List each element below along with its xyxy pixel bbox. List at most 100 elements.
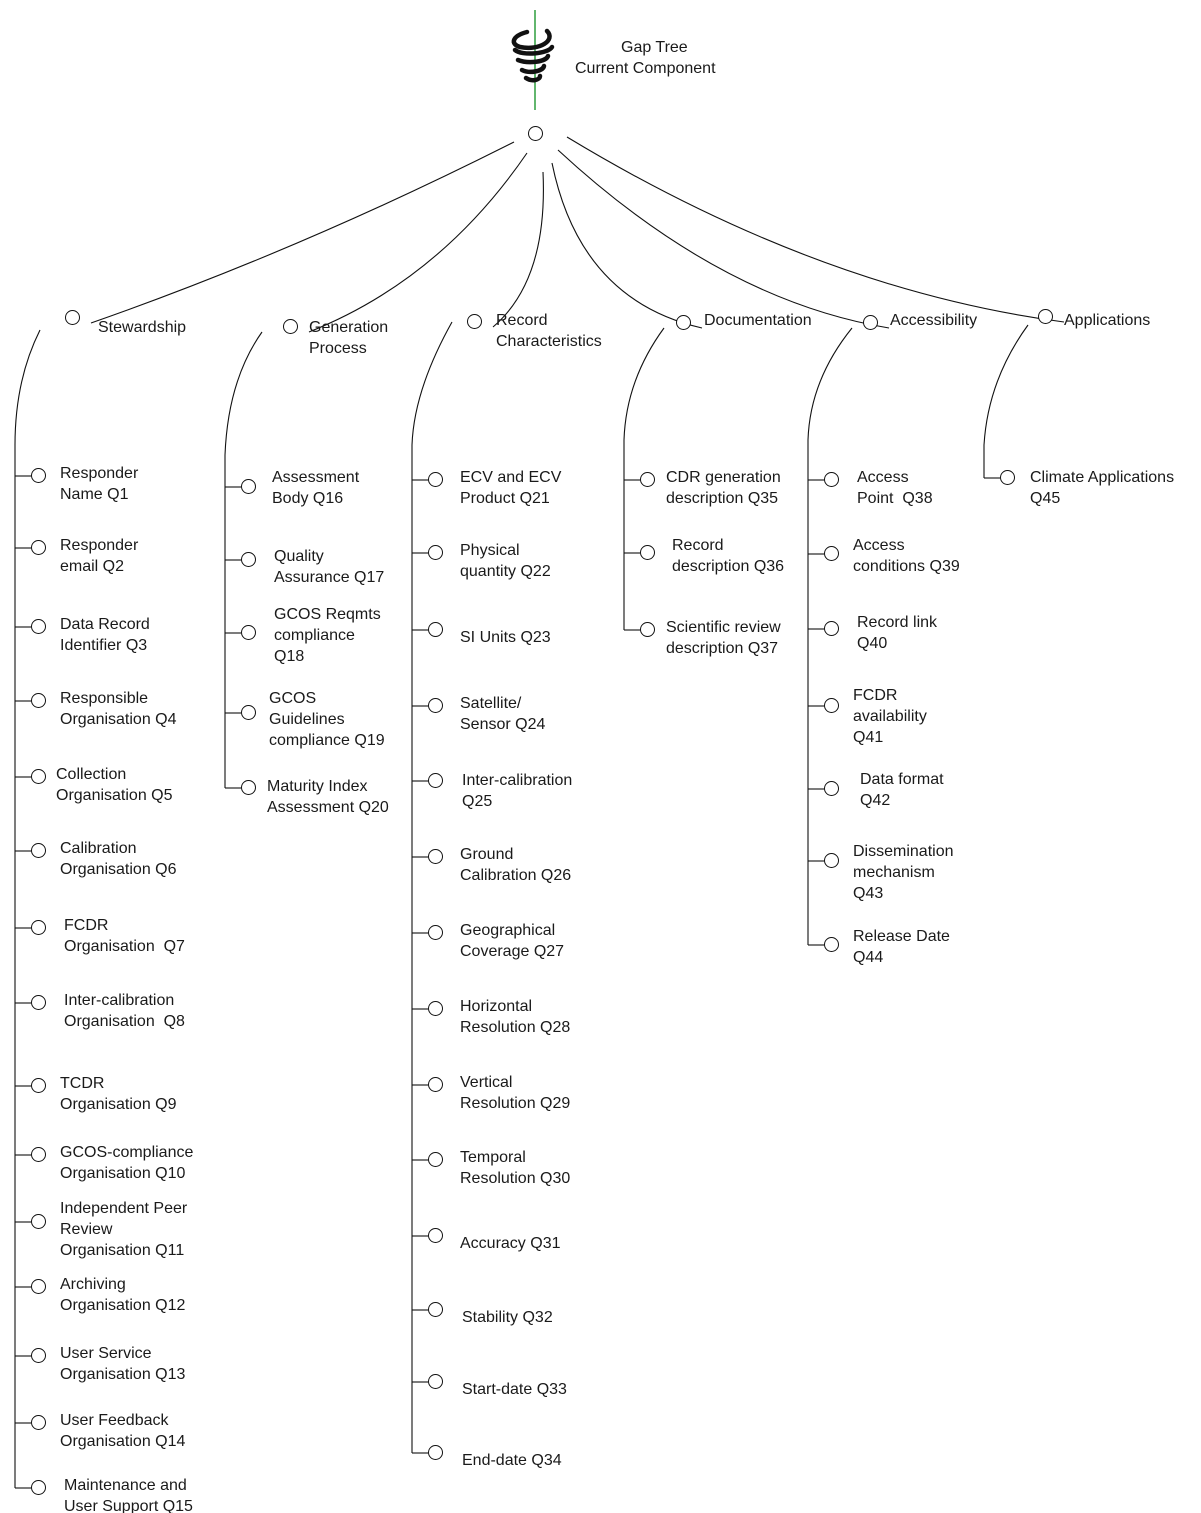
item-node [241,780,256,795]
item-node [241,552,256,567]
item-node [428,622,443,637]
trunk-generation [224,331,263,788]
item-node [428,698,443,713]
item-node [31,1279,46,1294]
item-label: Record description Q36 [672,537,785,575]
item-node [31,468,46,483]
item-label: Access Point Q38 [857,469,933,507]
item-node [640,622,655,637]
item-label: Quality Assurance Q17 [274,548,385,586]
item-label: Physical quantity Q22 [460,542,551,580]
item-label: Responder email Q2 [60,537,139,575]
item-node [428,1001,443,1016]
item-label: End-date Q34 [462,1452,562,1469]
item-label: FCDR availability Q41 [853,687,927,746]
item-node [31,995,46,1010]
item-node [241,705,256,720]
item-node [824,853,839,868]
item-node [428,1302,443,1317]
item-node [428,1077,443,1092]
trunk-record [411,321,453,1453]
item-node [428,849,443,864]
item-label: SI Units Q23 [460,629,551,646]
category-node-stewardship [65,310,80,325]
item-label: Temporal Resolution Q30 [460,1149,571,1187]
item-node [640,472,655,487]
item-node [31,619,46,634]
item-node [31,920,46,935]
item-node [31,1348,46,1363]
item-label: Responder Name Q1 [60,465,139,503]
item-node [241,625,256,640]
category-label-generation: Generation Process [309,319,389,357]
item-label: Inter-calibration Organisation Q8 [64,992,185,1030]
item-node [428,1152,443,1167]
item-label: User Feedback Organisation Q14 [60,1412,186,1450]
item-label: Satellite/ Sensor Q24 [460,695,546,733]
category-label-applications: Applications [1064,312,1151,329]
connector-root-to-applications [566,136,1065,323]
item-label: Horizontal Resolution Q28 [460,998,571,1036]
trunk-accessibility [807,327,853,945]
category-label-accessibility: Accessibility [890,312,978,329]
item-label: Collection Organisation Q5 [56,766,173,804]
item-node [428,773,443,788]
item-label: Archiving Organisation Q12 [60,1276,186,1314]
item-node [428,1374,443,1389]
spiral-logo-icon [511,10,555,110]
item-label: Independent Peer Review Organisation Q11 [60,1200,188,1259]
item-node [31,1415,46,1430]
item-node [640,545,655,560]
category-node-applications [1038,309,1053,324]
item-node [428,1445,443,1460]
item-label: Maintenance and User Support Q15 [64,1477,193,1513]
trunk-documentation [623,327,665,630]
item-label: Dissemination mechanism Q43 [853,843,954,902]
item-label: Start-date Q33 [462,1381,567,1398]
item-node [31,1480,46,1495]
category-label-documentation: Documentation [704,312,812,329]
item-node [428,472,443,487]
item-label: Data format Q42 [860,771,944,809]
item-label: TCDR Organisation Q9 [60,1075,177,1113]
item-node [31,1078,46,1093]
item-label: ECV and ECV Product Q21 [460,469,562,507]
connector-root-to-stewardship [90,141,515,324]
trunk-applications [983,324,1029,478]
diagram-title-line2: Current Component [575,60,716,77]
item-label: Climate Applications Q45 [1030,469,1175,507]
item-node [428,925,443,940]
item-node [824,781,839,796]
connector-root-to-documentation [551,162,703,329]
item-node [428,1228,443,1243]
category-node-accessibility [863,315,878,330]
item-node [31,1147,46,1162]
category-label-stewardship: Stewardship [98,319,187,336]
category-node-documentation [676,315,691,330]
item-label: GCOS Reqmts compliance Q18 [274,606,381,665]
diagram-title-line1: Gap Tree [621,39,688,56]
item-label: Assessment Body Q16 [272,469,360,507]
item-label: Access conditions Q39 [853,537,960,575]
root-node [528,126,543,141]
item-label: User Service Organisation Q13 [60,1345,186,1383]
item-label: Maturity Index Assessment Q20 [267,778,389,816]
category-node-record [467,314,482,329]
item-label: Ground Calibration Q26 [460,846,572,884]
item-label: Geographical Coverage Q27 [460,922,565,960]
item-label: CDR generation description Q35 [666,469,781,507]
item-node [824,472,839,487]
item-label: Vertical Resolution Q29 [460,1074,571,1112]
category-label-record: Record Characteristics [496,312,602,350]
item-node [241,479,256,494]
item-node [31,843,46,858]
item-node [824,621,839,636]
item-label: Data Record Identifier Q3 [60,616,150,654]
item-node [31,1214,46,1229]
item-node [1000,470,1015,485]
connector-root-to-generation [308,152,528,333]
connector-root-to-record [492,171,544,328]
trunk-stewardship [14,329,41,1488]
